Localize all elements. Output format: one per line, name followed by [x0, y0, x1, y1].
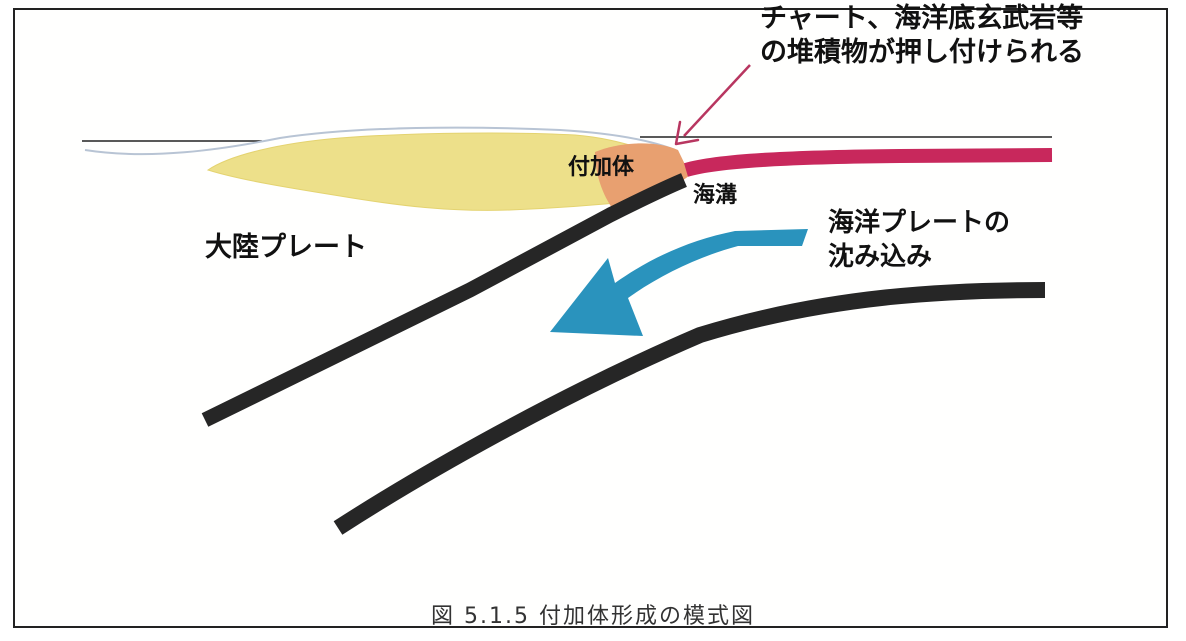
oceanic-plate-subduction-label: 海洋プレートの 沈み込み	[828, 206, 1010, 274]
callout-arrow-head	[674, 120, 700, 146]
callout-arrow-line	[683, 64, 751, 137]
sediment-callout-line-1: チャート、海洋底玄武岩等	[760, 3, 1084, 34]
accretionary-prism	[595, 143, 690, 208]
oceanic-plate-label-line-1: 海洋プレートの	[828, 208, 1011, 238]
continental-plate-label: 大陸プレート	[205, 232, 367, 263]
trench-label: 海溝	[693, 183, 738, 208]
seafloor-outline	[84, 126, 676, 156]
plate-boundary-lower	[333, 282, 1046, 535]
oceanic-plate-surface	[684, 148, 1053, 177]
subduction-arrow	[550, 229, 808, 336]
plate-boundary-upper	[201, 173, 687, 427]
sediment-callout-line-2: の堆積物が押し付けられる	[760, 37, 1084, 68]
accretionary-prism-label: 付加体	[568, 155, 635, 180]
figure-caption: 図 5.1.5 付加体形成の模式図	[431, 604, 755, 629]
sediment-callout-label: チャート、海洋底玄武岩等 の堆積物が押し付けられる	[760, 2, 1084, 70]
oceanic-plate-label-line-2: 沈み込み	[828, 242, 933, 272]
